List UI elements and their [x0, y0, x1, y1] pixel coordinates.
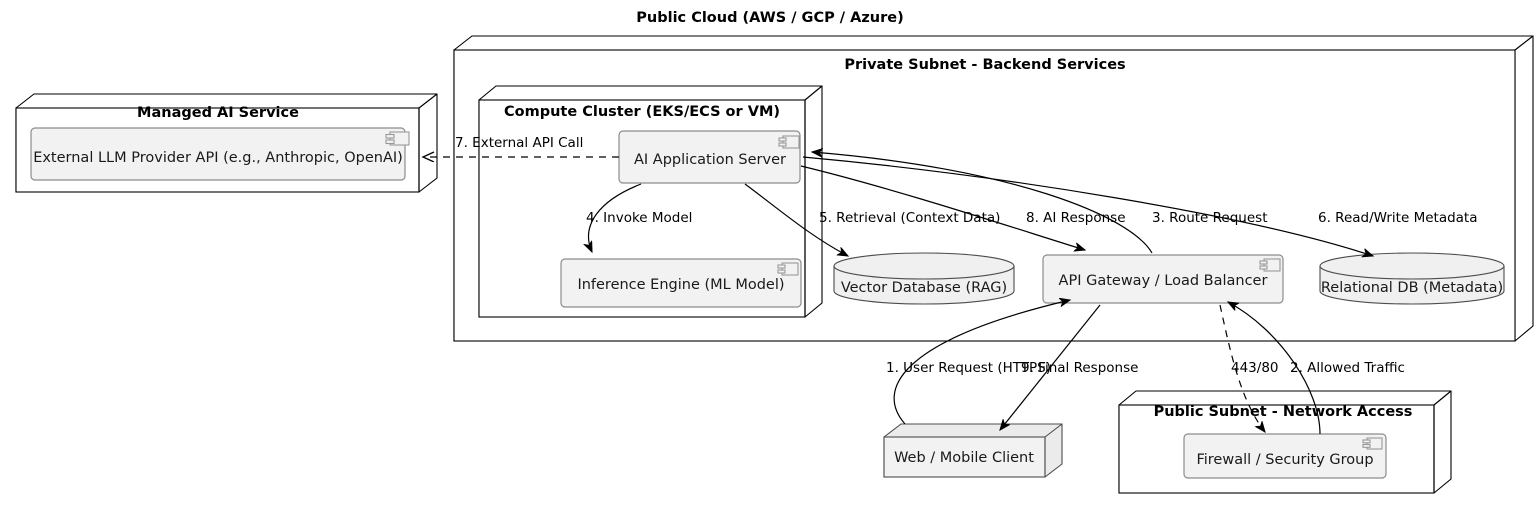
edge-2-allowed-traffic: 2. Allowed Traffic: [1228, 302, 1405, 435]
component-label: AI Application Server: [634, 152, 786, 168]
edge-7-external-api-call: 7. External API Call: [424, 135, 619, 157]
edge-label: 7. External API Call: [455, 135, 583, 151]
edge-6-read-write-metadata: 6. Read/Write Metadata: [802, 156, 1478, 256]
component-inference-engine[interactable]: Inference Engine (ML Model): [560, 258, 802, 308]
database-relational-db[interactable]: Relational DB (Metadata): [1319, 252, 1505, 305]
edge-label: 6. Read/Write Metadata: [1318, 210, 1478, 226]
cloud-title: Public Cloud (AWS / GCP / Azure): [636, 10, 903, 26]
component-label: Inference Engine (ML Model): [577, 277, 784, 293]
edge-3-route-request: 3. Route Request: [812, 152, 1268, 254]
compute-cluster-title: Compute Cluster (EKS/ECS or VM): [504, 104, 780, 120]
component-icon: [1362, 437, 1383, 450]
edge-label: 5. Retrieval (Context Data): [819, 210, 1000, 226]
component-icon: [777, 262, 799, 276]
component-ai-application-server[interactable]: AI Application Server: [618, 130, 801, 184]
component-icon: [778, 135, 800, 149]
database-vector-database[interactable]: Vector Database (RAG): [833, 252, 1015, 305]
component-icon: [385, 131, 410, 146]
component-label: Firewall / Security Group: [1196, 452, 1373, 468]
component-icon: [1259, 258, 1281, 272]
node-public-subnet: Public Subnet - Network Access Firewall …: [1118, 390, 1452, 494]
node-web-mobile-client[interactable]: Web / Mobile Client: [883, 423, 1063, 478]
edge-label: 4. Invoke Model: [586, 210, 692, 226]
edge-1-user-request-https: 1. User Request (HTTPS): [886, 300, 1070, 425]
edge-8-ai-response: 8. AI Response: [800, 165, 1126, 250]
edge-9-final-response: 9. Final Response: [1000, 304, 1138, 430]
component-api-gateway[interactable]: API Gateway / Load Balancer: [1042, 254, 1284, 304]
database-label: Relational DB (Metadata): [1321, 280, 1503, 296]
edge-label: 3. Route Request: [1152, 210, 1268, 226]
edge-4-invoke-model: 4. Invoke Model: [586, 183, 692, 252]
node-label: Web / Mobile Client: [894, 450, 1034, 466]
edge-label: 443/80: [1231, 360, 1279, 376]
node-managed-ai-service: Managed AI Service External LLM Provider…: [15, 93, 438, 193]
public-subnet-title: Public Subnet - Network Access: [1154, 404, 1413, 420]
edge-label: 9. Final Response: [1021, 360, 1138, 376]
edge-443-80: 443/80: [1219, 304, 1279, 432]
edge-5-retrieval-context-data: 5. Retrieval (Context Data): [744, 183, 1000, 256]
edge-label: 2. Allowed Traffic: [1290, 360, 1405, 376]
component-label: External LLM Provider API (e.g., Anthrop…: [33, 150, 403, 166]
managed-ai-service-title: Managed AI Service: [137, 105, 299, 121]
edge-label: 1. User Request (HTTPS): [886, 360, 1051, 376]
private-subnet-title: Private Subnet - Backend Services: [844, 57, 1125, 73]
component-external-llm-provider-api[interactable]: External LLM Provider API (e.g., Anthrop…: [30, 127, 410, 181]
component-label: API Gateway / Load Balancer: [1059, 273, 1268, 289]
edge-label: 8. AI Response: [1026, 210, 1126, 226]
database-label: Vector Database (RAG): [841, 280, 1007, 296]
component-firewall-security-group[interactable]: Firewall / Security Group: [1183, 433, 1387, 479]
